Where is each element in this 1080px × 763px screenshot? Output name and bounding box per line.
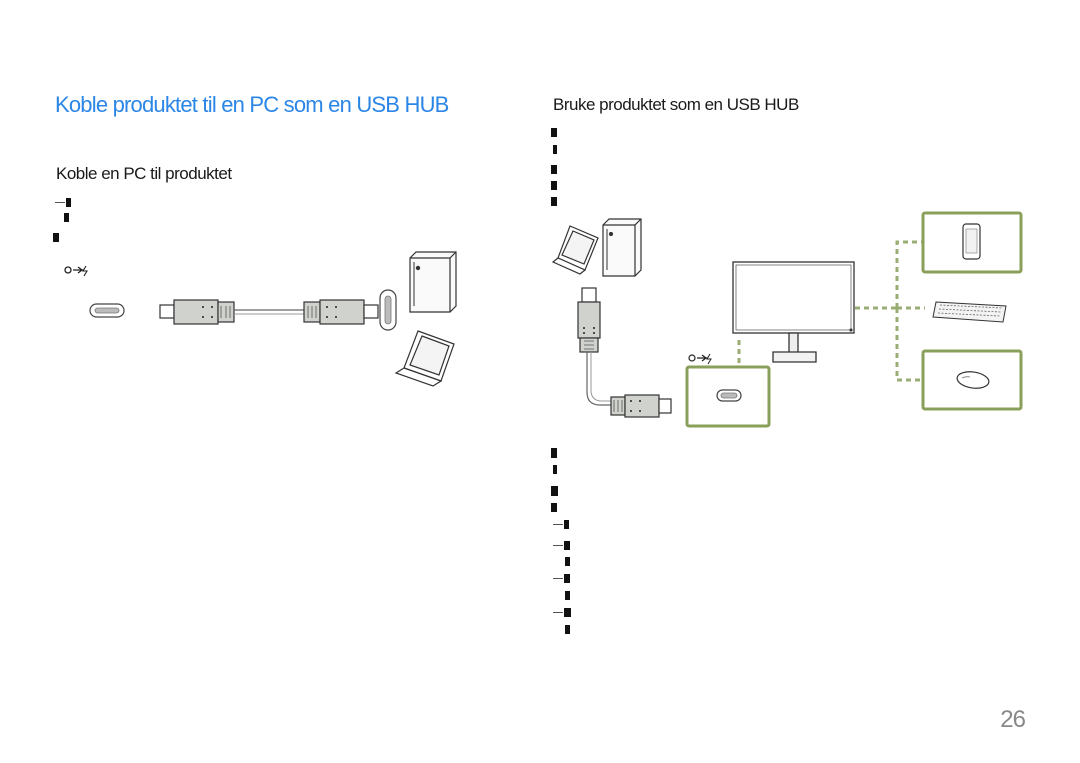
- usb-c-port-icon: [379, 289, 397, 331]
- section-heading-connect-pc: Koble en PC til produktet: [56, 164, 232, 183]
- usb-c-power-symbol-icon: [688, 353, 712, 365]
- section-heading-usb-hub: Bruke produktet som en USB HUB: [553, 95, 799, 114]
- usb-c-connector-icon: [303, 299, 379, 325]
- pc-tower-icon: [602, 218, 642, 277]
- usb-c-port-icon: [89, 303, 125, 318]
- usb-c-power-symbol-icon: [64, 265, 88, 277]
- usb-c-connector-icon: [159, 299, 235, 325]
- usb-c-port-icon: [685, 365, 771, 428]
- laptop-icon: [394, 330, 455, 387]
- laptop-icon: [551, 225, 599, 275]
- mouse-icon: [921, 349, 1023, 411]
- pc-tower-icon: [409, 251, 457, 313]
- smartphone-icon: [921, 211, 1023, 274]
- usb-c-connector-icon: [577, 287, 601, 353]
- dashed-connection-lines: [855, 240, 925, 382]
- monitor-icon: [732, 261, 855, 363]
- page-title: Koble produktet til en PC som en USB HUB: [55, 92, 449, 117]
- keyboard-icon: [932, 301, 1007, 323]
- usb-c-connector-icon: [610, 394, 672, 418]
- page-number: 26: [1000, 706, 1026, 733]
